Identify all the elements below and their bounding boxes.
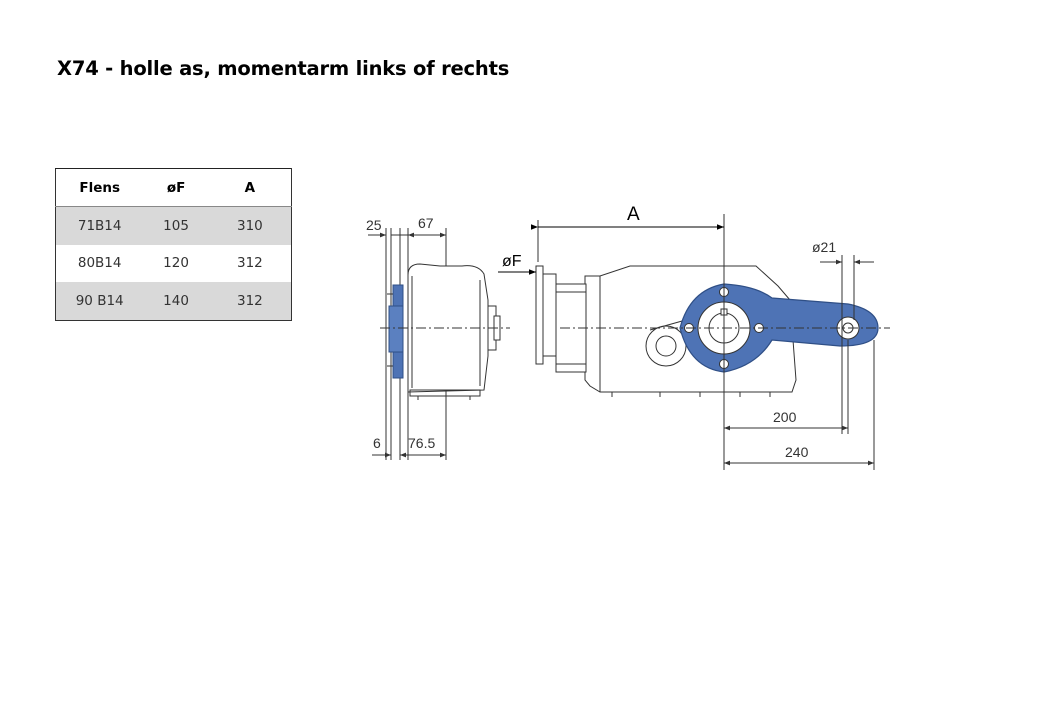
table-cell-flens: 80B14: [77, 255, 122, 272]
dim-label-76-5: 76.5: [408, 435, 435, 451]
dim-label-diameter-f: øF: [502, 253, 522, 270]
table-row: 90 B14 140 312: [55, 282, 292, 320]
table-row: 80B14 120 312: [56, 245, 292, 283]
column-header-a: A: [208, 168, 292, 207]
table-cell-a: 312: [208, 282, 292, 320]
dim-label-67: 67: [418, 215, 434, 231]
flange-dimension-table: Flens øF A 71B14 105 310 80B14 120 312 9…: [55, 168, 292, 321]
table-row: 71B14 105 310: [55, 206, 292, 245]
table-header-row: Flens øF A: [55, 168, 292, 207]
table-cell-diameter-f: 120: [163, 255, 189, 272]
dim-label-200: 200: [773, 409, 797, 425]
table-cell-diameter-f: 140: [143, 282, 209, 320]
table-cell-flens: 90 B14: [55, 282, 144, 320]
side-flange-boss: [388, 305, 404, 353]
dim-label-6: 6: [373, 435, 381, 451]
side-view: [380, 228, 510, 460]
dim-label-25: 25: [366, 217, 382, 233]
table-cell-a: 312: [237, 255, 263, 272]
column-header-diameter-f: øF: [143, 168, 209, 207]
dim-label-a: A: [627, 204, 640, 225]
page-title: X74 - holle as, momentarm links of recht…: [57, 57, 510, 80]
dim-label-diameter-21: ø21: [812, 239, 836, 255]
table-cell-diameter-f: 105: [143, 206, 209, 245]
table-cell-a: 310: [208, 206, 292, 245]
table-cell-flens: 71B14: [55, 206, 144, 245]
column-header-flens: Flens: [55, 168, 144, 207]
motor-flange: [535, 265, 544, 365]
side-dimensions: [368, 232, 446, 458]
dim-label-240: 240: [785, 444, 809, 460]
front-dimensions: [498, 224, 874, 466]
